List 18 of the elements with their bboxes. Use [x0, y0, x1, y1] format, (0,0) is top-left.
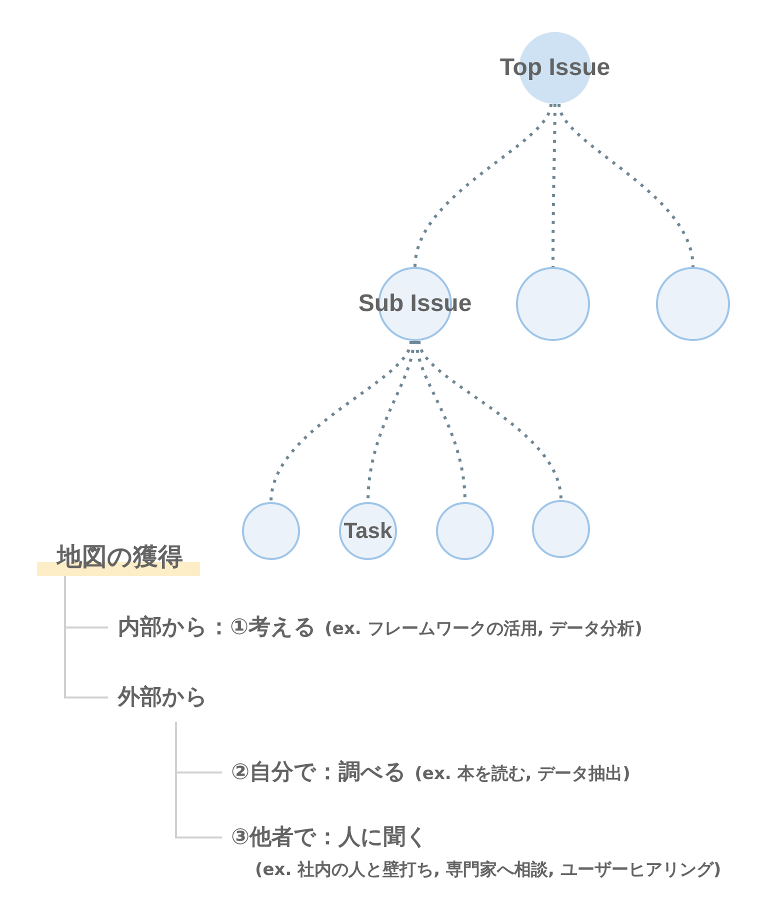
- node-label: Top Issue: [500, 54, 610, 82]
- example-note: (ex. 社内の人と壁打ち, 専門家へ相談, ユーザーヒアリング): [255, 859, 722, 882]
- highlighted-heading: 地図の獲得: [37, 542, 200, 576]
- node-label: Task: [344, 518, 392, 544]
- list-item-text: ②自分で：調べる: [231, 760, 407, 785]
- connector-line: [175, 722, 222, 838]
- dotted-connector: [270, 340, 412, 502]
- node-label: Sub Issue: [358, 290, 472, 318]
- example-note: (ex. フレームワークの活用, データ分析): [324, 619, 642, 639]
- list-item-text: 外部から: [118, 685, 208, 710]
- dotted-connector: [552, 104, 556, 267]
- example-note: (ex. 本を読む, データ抽出): [414, 764, 630, 784]
- connector-line: [64, 576, 108, 698]
- dotted-connector: [558, 104, 694, 268]
- list-item-text: ③他者で：人に聞く: [231, 825, 429, 850]
- dotted-connector: [414, 104, 552, 268]
- dotted-connector: [418, 340, 562, 500]
- list-item-text: 内部から：①考える: [118, 615, 317, 640]
